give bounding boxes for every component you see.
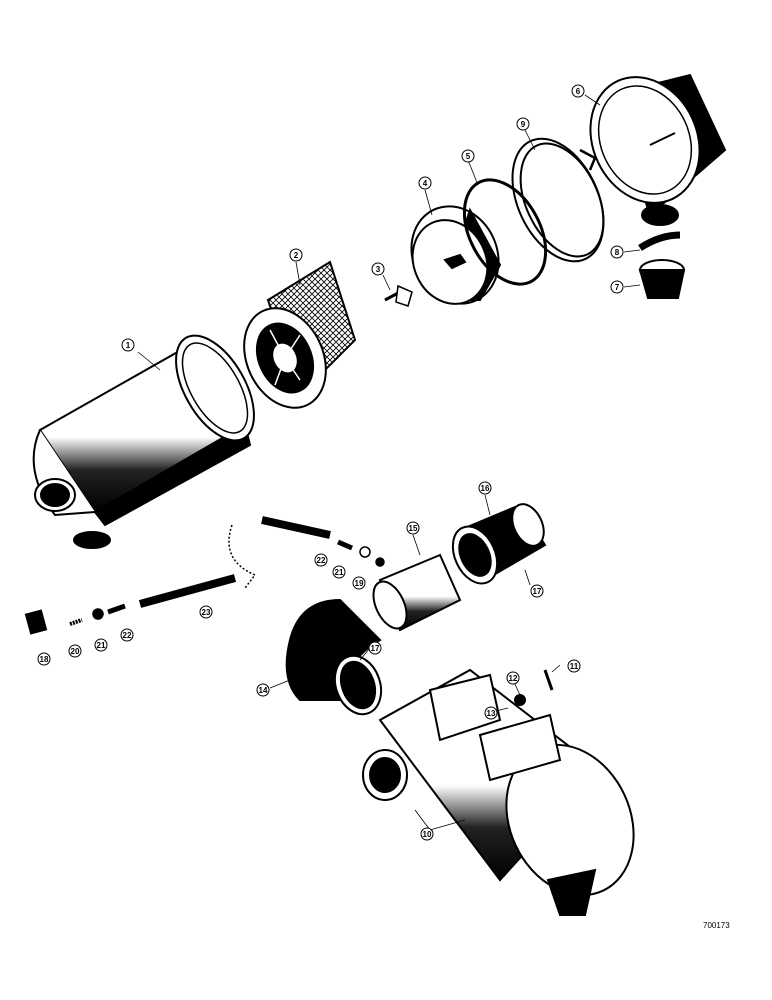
svg-text:12: 12 [509,674,518,683]
part-9-clamp-ring [511,137,605,263]
callout-2: 2 [289,248,303,262]
callout-14: 14 [256,683,270,697]
fitting-assembly-lower [24,574,237,635]
callouts: 1 2 3 4 5 9 6 8 7 16 15 22 21 19 17 23 2… [37,84,624,841]
callout-8: 8 [610,245,624,259]
svg-text:9: 9 [521,120,526,129]
svg-text:22: 22 [123,631,132,640]
part-2-filter-element [243,260,357,409]
svg-text:17: 17 [371,644,380,653]
callout-23: 23 [199,605,213,619]
svg-text:10: 10 [423,830,432,839]
svg-text:5: 5 [466,152,471,161]
part-1-canister-body [32,334,255,549]
figure-number: 700173 [703,921,730,930]
part-6-cover [589,73,727,226]
callout-22-upper: 22 [314,553,328,567]
svg-text:6: 6 [576,87,581,96]
part-3-wing-nut [384,284,413,307]
svg-text:19: 19 [355,579,364,588]
callout-4: 4 [418,176,432,190]
svg-text:14: 14 [259,686,268,695]
callout-12: 12 [506,671,520,685]
callout-21-upper: 21 [332,565,346,579]
lower-canister [362,668,635,916]
svg-text:21: 21 [335,568,344,577]
svg-text:1: 1 [126,341,131,350]
svg-text:23: 23 [202,608,211,617]
svg-text:21: 21 [97,641,106,650]
svg-text:3: 3 [376,265,381,274]
svg-text:17: 17 [533,587,542,596]
part-5-o-ring [462,178,548,286]
part-7-dust-valve [638,259,686,299]
svg-text:2: 2 [294,251,299,260]
svg-text:13: 13 [487,709,496,718]
part-4-cup [410,205,502,305]
svg-text:4: 4 [423,179,428,188]
svg-text:16: 16 [481,484,490,493]
part-14-elbow-hose [285,598,383,716]
callout-13: 13 [484,706,498,720]
callout-21-lower: 21 [94,638,108,652]
callout-19: 19 [352,576,366,590]
callout-22-lower: 22 [120,628,134,642]
svg-text:22: 22 [317,556,326,565]
callout-6: 6 [571,84,585,98]
svg-text:18: 18 [40,655,49,664]
callout-17-lower: 17 [368,641,382,655]
fitting-assembly-upper [228,516,385,589]
callout-1: 1 [121,338,135,352]
callout-3: 3 [371,262,385,276]
svg-text:8: 8 [615,248,620,257]
svg-text:7: 7 [615,283,620,292]
part-16-coupling [451,503,547,585]
svg-text:15: 15 [409,524,418,533]
callout-17-upper: 17 [530,584,544,598]
callout-11: 11 [567,659,581,673]
svg-text:20: 20 [71,647,80,656]
callout-5: 5 [461,149,475,163]
callout-7: 7 [610,280,624,294]
part-15-sleeve [372,553,462,632]
callout-16: 16 [478,481,492,495]
callout-18: 18 [37,652,51,666]
part-8-small-hose [638,231,681,251]
callout-9: 9 [516,117,530,131]
svg-text:11: 11 [570,662,579,671]
callout-10: 10 [420,827,434,841]
callout-15: 15 [406,521,420,535]
callout-20: 20 [68,644,82,658]
